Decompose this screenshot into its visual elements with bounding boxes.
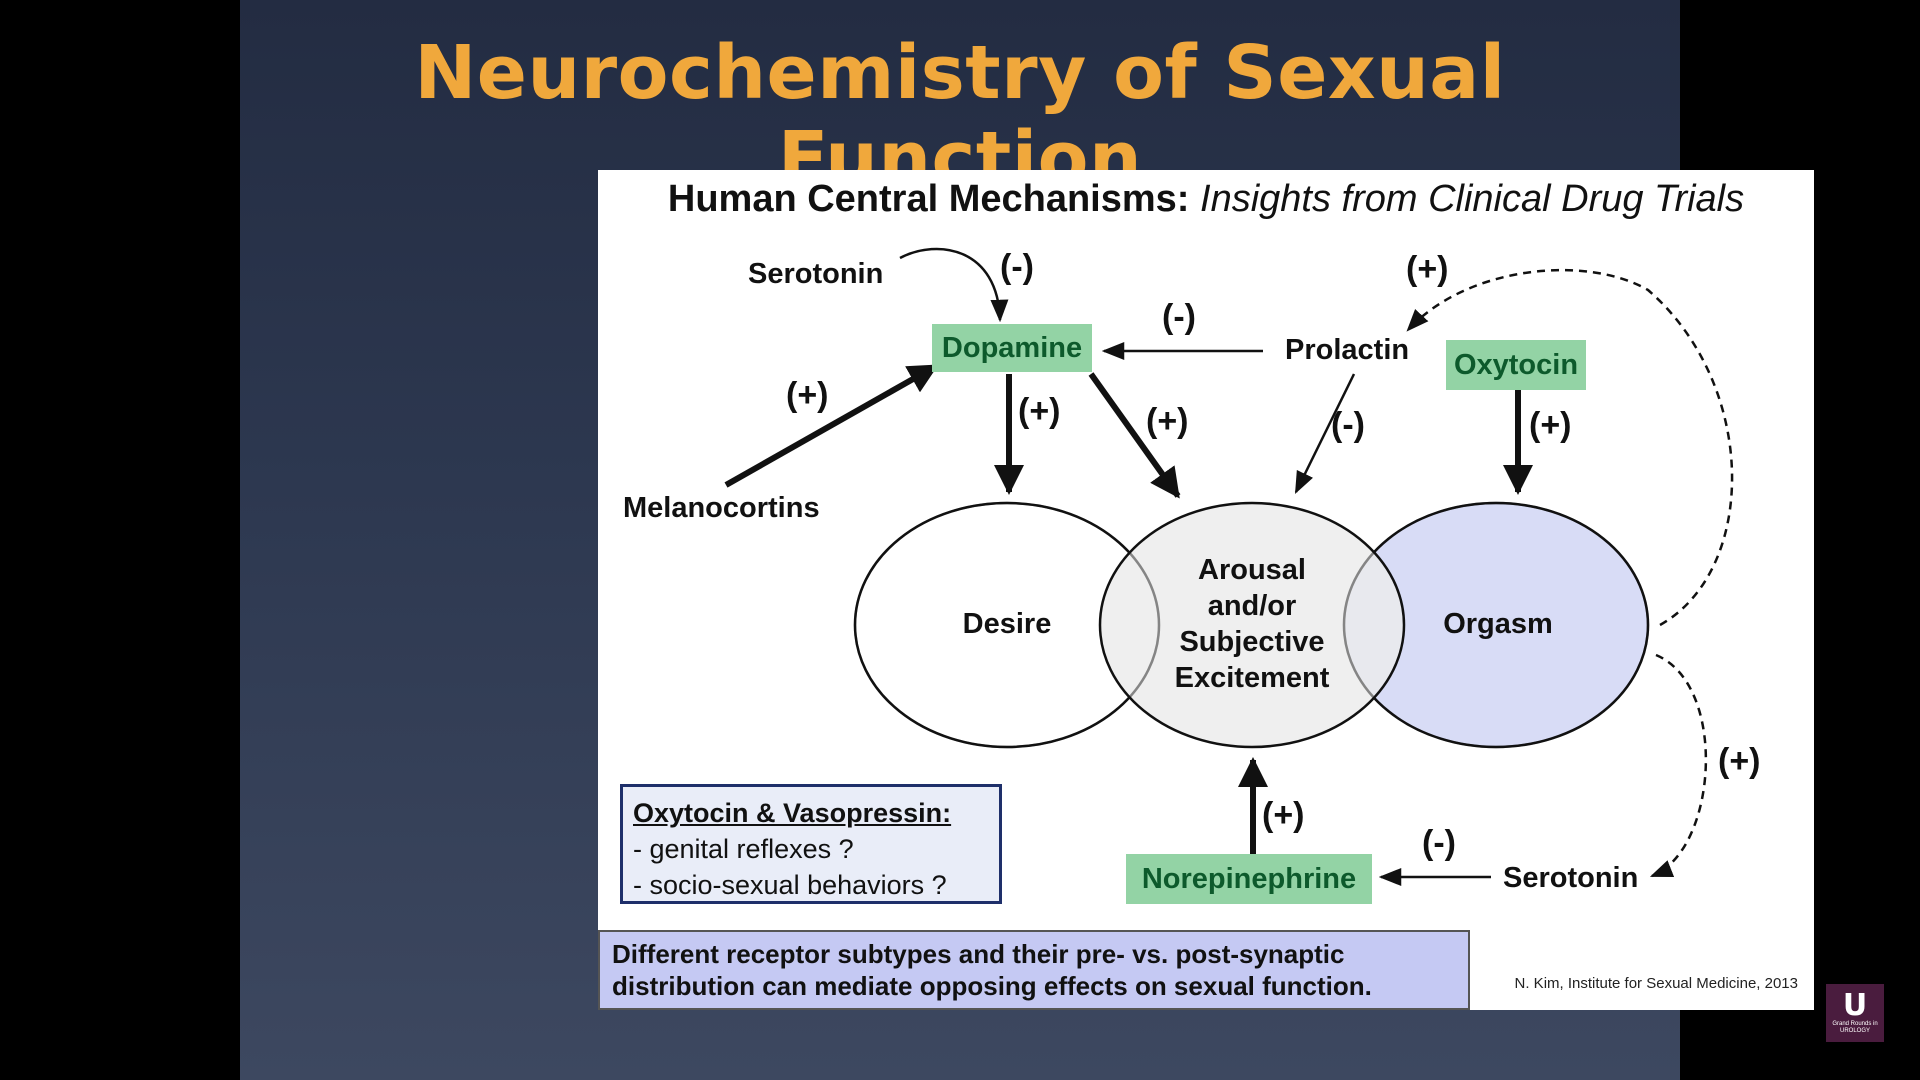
melanocortins-label: Melanocortins — [623, 492, 820, 524]
logo-letter: U — [1842, 988, 1868, 1023]
arousal-circle — [1098, 501, 1406, 749]
note-line: - genital reflexes ? — [633, 834, 854, 864]
channel-logo: U Grand Rounds in UROLOGY — [1826, 984, 1884, 1042]
serotonin-to-dopamine-arrow — [899, 247, 1009, 323]
note-line: - socio-sexual behaviors ? — [633, 870, 947, 900]
desire-label: Desire — [962, 608, 1052, 640]
desire-circle-outline — [853, 501, 1161, 749]
arousal-label-line: Subjective — [1179, 626, 1325, 658]
sign-oxytocin-orgasm: (+) — [1529, 406, 1572, 444]
panel-heading-italic: Insights from Clinical Drug Trials — [1200, 178, 1745, 220]
orgasm-to-prolactin-dashed-arrow — [1406, 268, 1734, 627]
orgasm-circle-outline — [1342, 501, 1650, 749]
norepinephrine-box: Norepinephrine — [1126, 854, 1372, 904]
orgasm-label: Orgasm — [1443, 608, 1553, 640]
sign-dopamine-desire: (+) — [1018, 392, 1061, 430]
serotonin-bottom-label: Serotonin — [1503, 862, 1639, 894]
panel-heading-bold: Human Central Mechanisms: — [667, 178, 1190, 220]
sign-prolactin-dopamine: (-) — [1162, 298, 1196, 336]
diagram-panel: Human Central Mechanisms: Insights from … — [598, 170, 1814, 1010]
serotonin-top-label: Serotonin — [748, 258, 884, 290]
diagram-graphics — [724, 247, 1734, 886]
slide-title: Neurochemistry of Sexual Function — [414, 30, 1506, 202]
arousal-label-line: Excitement — [1174, 662, 1330, 694]
footnote-line: distribution can mediate opposing effect… — [612, 971, 1372, 1001]
prolactin-to-arousal-arrow — [1294, 373, 1356, 495]
oxytocin-vasopressin-note: Oxytocin & Vasopressin: - genital reflex… — [620, 784, 1002, 904]
panel-heading: Human Central Mechanisms: Insights from … — [598, 178, 1814, 221]
melanocortins-to-dopamine-arrow — [724, 363, 939, 488]
arousal-label-line: and/or — [1207, 590, 1297, 622]
slide: Neurochemistry of Sexual Function Human … — [240, 0, 1814, 1080]
footnote-line: Different receptor subtypes and their pr… — [612, 939, 1345, 969]
dopamine-to-arousal-arrow — [1088, 372, 1181, 499]
sign-serotonin-norepinephrine: (-) — [1422, 824, 1456, 862]
sign-serotonin-dopamine: (-) — [1000, 248, 1034, 286]
sign-orgasm-prolactin: (+) — [1406, 250, 1449, 288]
prolactin-label: Prolactin — [1285, 334, 1410, 366]
citation: N. Kim, Institute for Sexual Medicine, 2… — [1514, 975, 1798, 992]
arousal-label: Arousal and/or Subjective Excitement — [1142, 552, 1362, 696]
note-title: Oxytocin & Vasopressin: — [633, 798, 952, 828]
dopamine-box: Dopamine — [932, 324, 1092, 372]
sign-norepinephrine-arousal: (+) — [1262, 796, 1305, 834]
receptor-footnote-box: Different receptor subtypes and their pr… — [598, 930, 1470, 1010]
sign-melanocortins-dopamine: (+) — [786, 376, 829, 414]
logo-text: Grand Rounds in UROLOGY — [1832, 1021, 1878, 1034]
orgasm-to-serotonin-dashed-arrow — [1649, 653, 1707, 878]
sign-dopamine-arousal: (+) — [1146, 402, 1189, 440]
oxytocin-box: Oxytocin — [1446, 340, 1586, 390]
sign-orgasm-serotonin: (+) — [1718, 742, 1761, 780]
arousal-label-line: Arousal — [1198, 554, 1306, 586]
sign-prolactin-arousal: (-) — [1331, 406, 1365, 444]
